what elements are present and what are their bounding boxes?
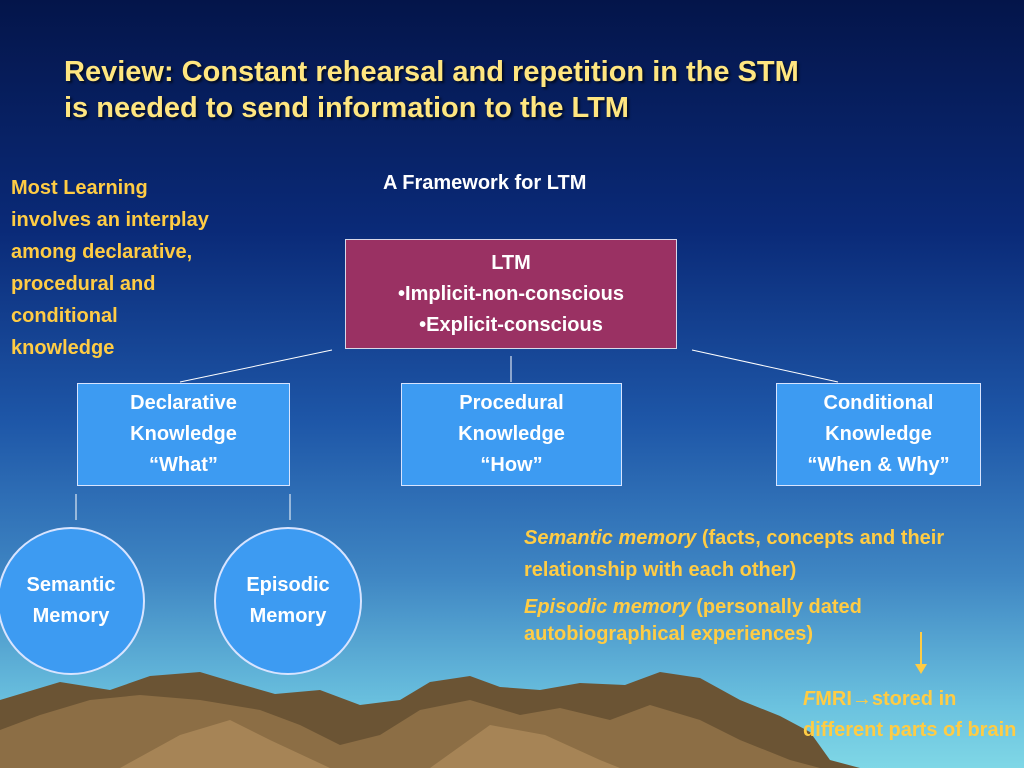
learning-note-line: conditional: [11, 305, 118, 327]
learning-note-line: knowledge: [11, 337, 115, 359]
conditional-knowledge-box: Conditional Knowledge “When & Why”: [776, 383, 981, 486]
declarative-line-1: Declarative: [130, 392, 237, 414]
connector-ltm-conditional: [691, 349, 839, 383]
episodic-memory-term: Episodic memory: [524, 596, 691, 618]
fmri-note: FMRI→stored in different parts of brain: [803, 684, 1023, 746]
learning-note-line: procedural and: [11, 273, 156, 295]
learning-note-line: Most Learning: [11, 177, 148, 199]
conditional-line-3: “When & Why”: [807, 454, 950, 476]
ltm-item-implicit: •Implicit-non-conscious: [398, 282, 624, 305]
declarative-line-2: Knowledge: [130, 423, 237, 445]
learning-note-line: involves an interplay: [11, 209, 209, 231]
ltm-heading: LTM: [491, 251, 531, 274]
connector-ltm-declarative: [179, 349, 333, 383]
declarative-knowledge-box: Declarative Knowledge “What”: [77, 383, 290, 486]
procedural-line-1: Procedural: [459, 392, 564, 414]
conditional-line-1: Conditional: [823, 392, 934, 414]
semantic-memory-line-2: Memory: [32, 605, 110, 627]
episodic-memory-definition: (personally dated autobiographical exper…: [524, 596, 862, 645]
semantic-memory-line-1: Semantic: [26, 574, 116, 596]
learning-note: Most Learning involves an interplay amon…: [11, 172, 281, 364]
procedural-line-2: Knowledge: [458, 423, 565, 445]
ltm-box: LTM •Implicit-non-conscious •Explicit-co…: [345, 239, 677, 349]
slide-title-line-1: Review: Constant rehearsal and repetitio…: [64, 56, 799, 88]
semantic-memory-circle: Semantic Memory: [0, 527, 145, 675]
mountain-range: [0, 672, 860, 768]
semantic-memory-term: Semantic memory: [524, 527, 697, 549]
fmri-mri: MRI: [815, 688, 852, 710]
episodic-memory-circle: Episodic Memory: [214, 527, 362, 675]
right-arrow-icon: →: [851, 688, 872, 710]
down-arrow-icon: [915, 632, 927, 674]
slide-title: Review: Constant rehearsal and repetitio…: [64, 54, 964, 126]
declarative-line-3: “What”: [149, 454, 218, 476]
learning-note-line: among declarative,: [11, 241, 193, 263]
fmri-f: F: [803, 688, 816, 710]
fmri-text: stored in different parts of brain: [803, 688, 1017, 741]
framework-title: A Framework for LTM: [383, 172, 587, 194]
episodic-memory-description: Episodic memory (personally dated autobi…: [524, 594, 1004, 648]
episodic-memory-line-2: Memory: [249, 605, 327, 627]
ltm-item-explicit: •Explicit-conscious: [419, 313, 603, 336]
semantic-memory-description: Semantic memory (facts, concepts and the…: [524, 522, 1014, 586]
procedural-knowledge-box: Procedural Knowledge “How”: [401, 383, 622, 486]
slide-title-line-2: is needed to send information to the LTM: [64, 92, 629, 124]
procedural-line-3: “How”: [480, 454, 543, 476]
conditional-line-2: Knowledge: [825, 423, 932, 445]
semantic-memory-definition: (facts, concepts and their relationship …: [524, 527, 945, 581]
episodic-memory-line-1: Episodic: [246, 574, 330, 596]
